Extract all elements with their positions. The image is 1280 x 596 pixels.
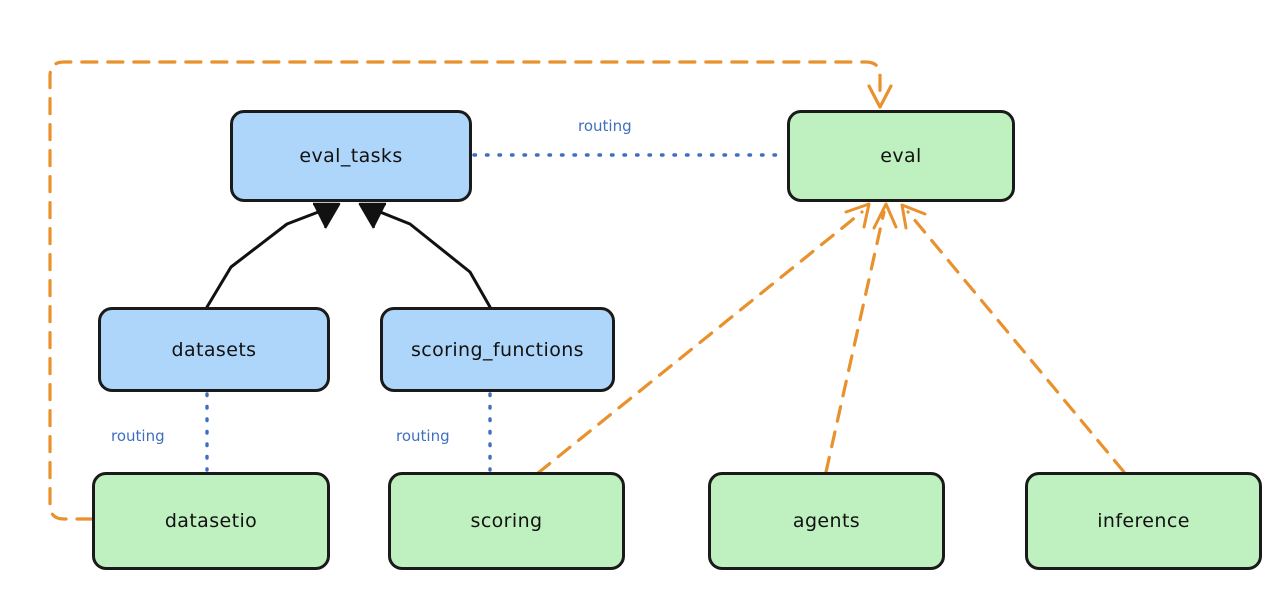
node-datasetio-label: datasetio (164, 510, 258, 532)
node-agents-label: agents (792, 510, 861, 532)
node-eval-tasks[interactable]: eval_tasks (230, 110, 472, 202)
node-scoring-functions-label: scoring_functions (411, 338, 584, 361)
edge-agents-to-eval (824, 210, 886, 474)
arrowhead-inference-to-eval (900, 203, 927, 230)
edge-scoring_functions-to-eval_tasks (363, 204, 492, 309)
edge-inference-to-eval (906, 210, 1126, 474)
node-scoring-label: scoring (470, 510, 543, 532)
arrowhead-agents-to-eval (872, 202, 898, 230)
arrowhead-scoring_functions-to-eval_tasks (358, 202, 386, 229)
edge-label-routing-datasets-datasetio: routing (111, 427, 165, 445)
node-scoring-functions[interactable]: scoring_functions (380, 307, 615, 392)
edge-label-routing-eval-tasks-eval: routing (578, 117, 632, 135)
edge-datasets-to-eval_tasks (205, 204, 336, 309)
node-scoring[interactable]: scoring (388, 472, 625, 570)
node-datasets-label: datasets (171, 338, 257, 361)
node-datasets[interactable]: datasets (98, 307, 330, 392)
arrowhead-scoring-to-eval (844, 202, 871, 229)
node-datasetio[interactable]: datasetio (92, 472, 330, 570)
node-inference-label: inference (1097, 510, 1190, 532)
node-eval[interactable]: eval (787, 110, 1015, 202)
edge-scoring-to-eval (536, 210, 864, 475)
edge-label-routing-scoring-functions-scoring: routing (396, 427, 450, 445)
arrowhead-datasets-to-eval_tasks (313, 202, 341, 229)
node-inference[interactable]: inference (1025, 472, 1262, 570)
node-eval-tasks-label: eval_tasks (299, 145, 403, 167)
edge-datasetio-to-eval (48, 60, 882, 521)
arrowhead-datasetio-to-eval (867, 84, 893, 109)
node-eval-label: eval (880, 145, 922, 167)
node-agents[interactable]: agents (708, 472, 945, 570)
